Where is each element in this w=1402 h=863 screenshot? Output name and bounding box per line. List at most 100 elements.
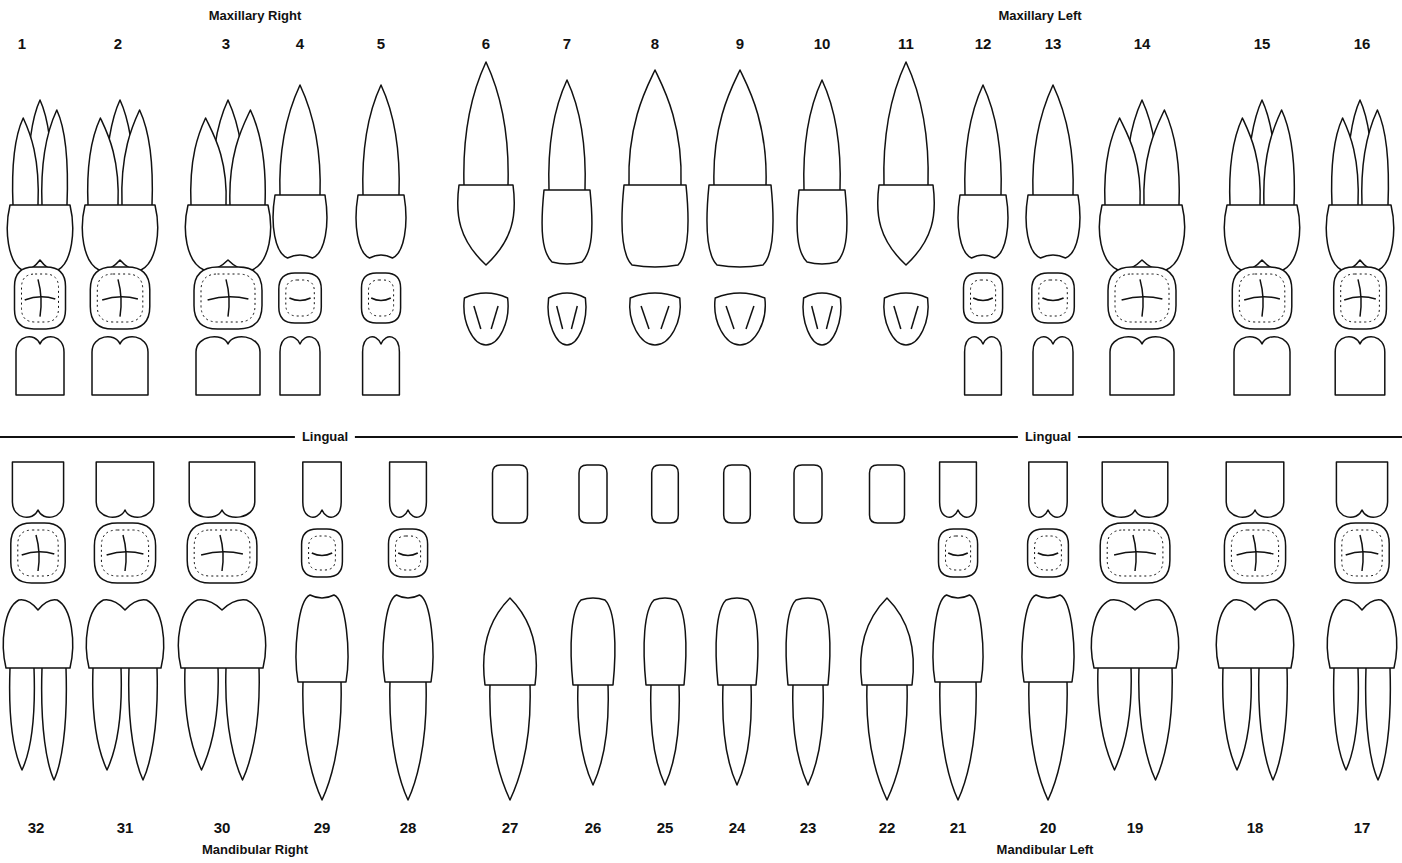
tooth-crown [178,600,265,668]
tooth-crown [571,598,615,685]
tooth-crown [878,185,935,265]
tooth-crown [1022,595,1074,682]
tooth-number: 7 [561,36,573,53]
lingual-ridge [557,306,563,329]
tooth-number: 13 [1043,36,1064,53]
tooth-number: 27 [500,820,521,837]
occlusal-view [1100,523,1170,583]
proximal-view [1234,337,1290,395]
occlusal-dotted [1239,274,1285,322]
occlusal-groove [1358,279,1361,316]
tooth-root [1362,110,1389,205]
proximal-view [92,337,148,395]
arch-label: Mandibular Right [200,843,310,857]
surface-label: Lingual [1018,430,1078,444]
occlusal-dotted [1115,274,1169,322]
occlusal-dotted [22,274,59,322]
tooth-crown [1216,600,1293,668]
occlusal-groove [1038,553,1058,556]
occlusal-groove [208,297,249,300]
incisal-view [652,465,679,523]
occlusal-view [90,267,150,329]
occlusal-dotted [1342,530,1382,576]
tooth-root [1366,668,1391,780]
occlusal-groove [1042,298,1063,301]
proximal-view [303,462,341,517]
occlusal-view [11,523,65,583]
occlusal-groove [1114,552,1156,555]
tooth-number: 30 [212,820,233,837]
occlusal-groove [102,297,138,300]
occlusal-view [1335,523,1389,583]
tooth-root [13,118,39,205]
tooth-crown [1026,195,1080,258]
proximal-view [1336,462,1387,517]
occlusal-groove [1360,535,1363,571]
tooth-crown [273,195,327,258]
arch-label: Mandibular Left [995,843,1096,857]
tooth-root [1264,110,1295,205]
occlusal-dotted [946,536,971,570]
occlusal-groove [1344,297,1376,300]
lingual-ridge [661,306,669,329]
occlusal-dotted [286,280,315,316]
lingual-view [464,293,508,345]
tooth-root [230,110,265,205]
occlusal-groove [1260,279,1263,316]
tooth-root [1029,682,1067,800]
tooth-root [93,668,122,770]
occlusal-dotted [194,530,250,576]
occlusal-view [15,267,66,329]
occlusal-groove [1133,535,1136,571]
tooth-number: 15 [1252,36,1273,53]
proximal-view [1110,337,1174,395]
occlusal-view [964,273,1003,323]
occlusal-view [1334,267,1387,329]
lingual-view [715,293,765,345]
occlusal-dotted [971,280,996,316]
tooth-root [464,62,508,185]
occlusal-groove [118,279,121,316]
tooth-number: 5 [375,36,387,53]
occlusal-groove [1140,279,1143,316]
tooth-number: 19 [1125,820,1146,837]
tooth-crown [933,595,983,682]
tooth-number: 24 [727,820,748,837]
occlusal-dotted [1039,280,1068,316]
tooth-crown [707,185,773,267]
tooth-number: 6 [480,36,492,53]
tooth-root [804,80,840,190]
proximal-view [280,337,320,395]
occlusal-dotted [101,530,148,576]
occlusal-groove [289,298,310,301]
tooth-crown [7,205,72,270]
occlusal-view [187,523,257,583]
tooth-root [129,668,158,780]
tooth-root [793,685,824,785]
occlusal-groove [25,297,56,300]
occlusal-groove [226,279,229,316]
proximal-view [1335,337,1385,395]
lingual-ridge [826,306,832,329]
tooth-number: 16 [1352,36,1373,53]
proximal-view [1033,337,1073,395]
tooth-number: 11 [896,36,916,53]
tooth-crown [3,600,72,668]
tooth-number: 1 [16,36,28,53]
tooth-number: 26 [583,820,604,837]
tooth-root [1223,668,1252,770]
occlusal-groove [1122,297,1163,300]
occlusal-view [389,529,428,577]
tooth-root [1098,668,1131,770]
tooth-root [1105,118,1140,205]
occlusal-groove [1244,297,1280,300]
tooth-number: 28 [398,820,419,837]
tooth-root [363,85,399,195]
tooth-root [884,62,928,185]
lingual-ridge [571,306,577,329]
proximal-view [16,337,64,395]
proximal-view [96,462,154,517]
tooth-crown [797,190,847,264]
occlusal-groove [220,535,223,571]
occlusal-groove [1346,552,1379,555]
